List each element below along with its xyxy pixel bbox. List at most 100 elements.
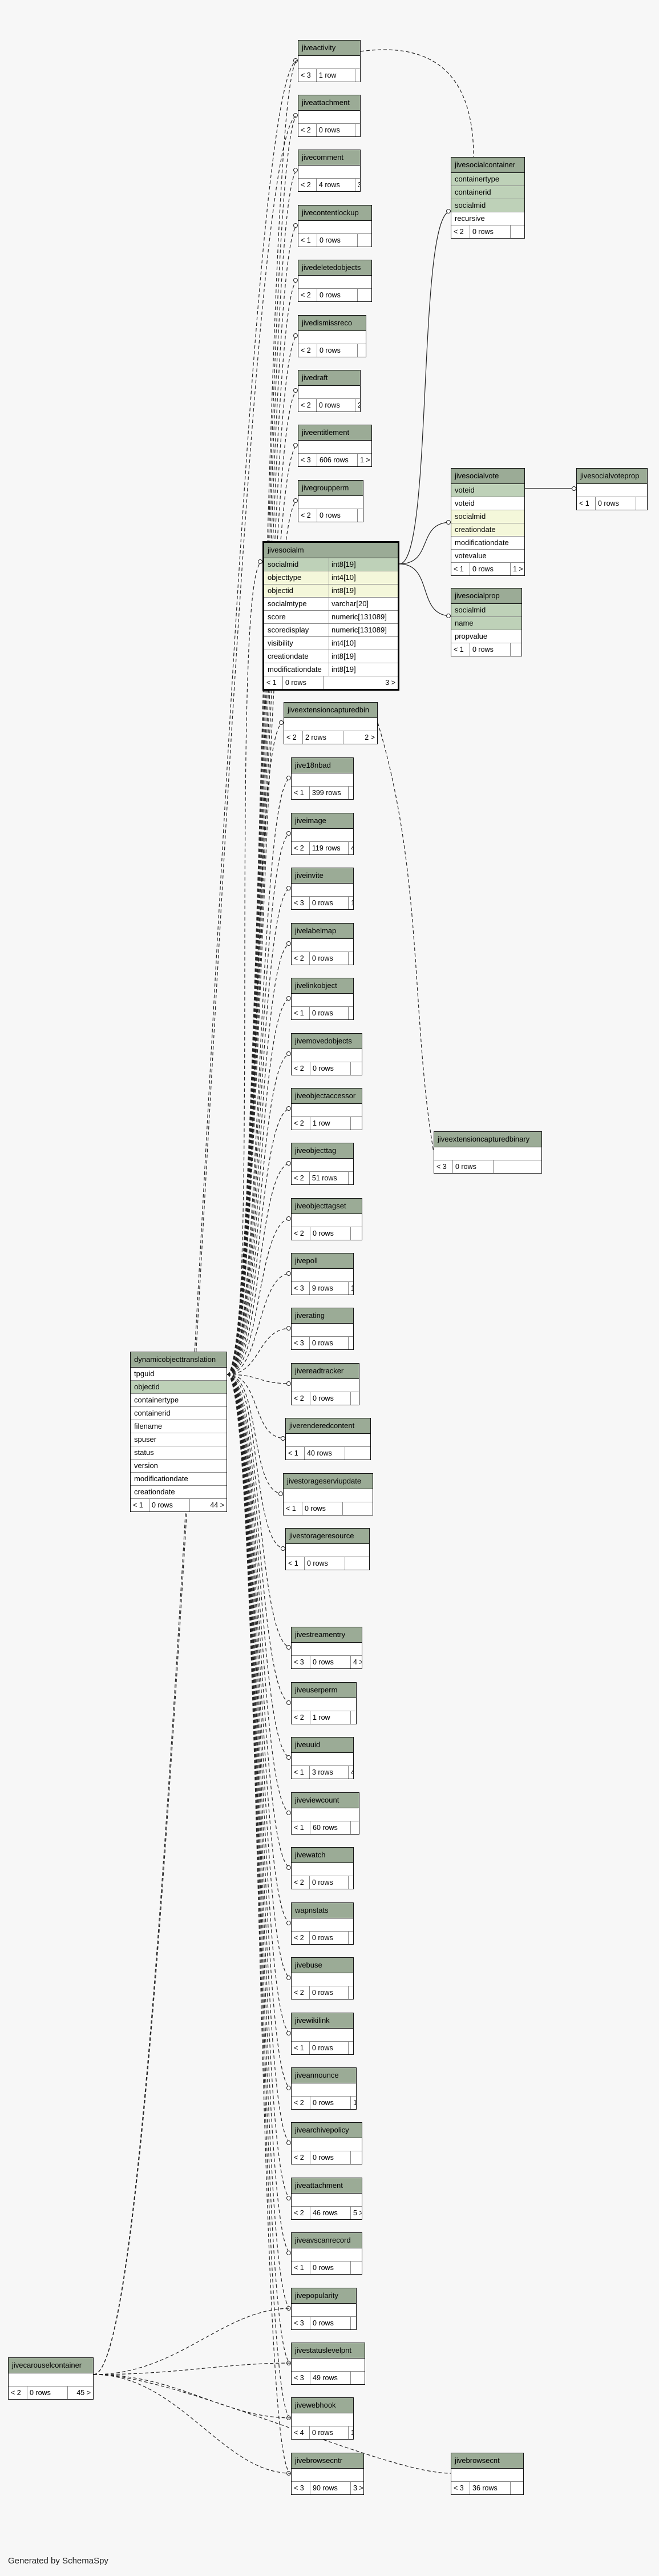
parents-count: < 2 [292,952,310,965]
table-name: jivedeletedobjects [298,260,371,276]
relationship-endpoint [293,113,298,118]
column-type: int8[19] [329,584,394,597]
children-count [494,1160,541,1173]
empty-row [292,2138,362,2151]
column-name: containertype [455,175,500,183]
row-count: 0 rows [310,1007,349,1019]
empty-row [451,2469,523,2482]
table-name: jivepopularity [292,2288,356,2304]
column-type: numeric[131089] [329,611,394,623]
column-name: tpguid [134,1369,155,1378]
children-count [358,234,371,247]
relationship-endpoint [293,223,298,228]
parents-count: < 2 [292,1392,310,1405]
empty-row [292,1973,353,1986]
parents-count: < 1 [577,497,596,510]
relationship-line [227,777,292,1375]
row-count: 0 rows [310,2097,351,2109]
empty-row [292,2304,356,2317]
relationship-endpoint [286,996,291,1001]
relationship-line [227,1374,286,1549]
footer-credit: Generated by SchemaSpy [8,2556,108,2566]
children-count [351,1227,362,1240]
children-count [355,124,360,136]
relationship-endpoint [293,388,298,393]
parents-count: < 3 [292,2372,310,2384]
children-count [351,1821,359,1834]
column-row: votevalue [451,550,524,563]
column-row: filename [131,1420,227,1433]
table-name: jiveobjectaccessor [292,1089,362,1104]
children-count [351,2151,362,2164]
column-row: version [131,1460,227,1473]
column-name: creationdate [134,1487,175,1496]
table-name: jiveextensioncapturedbinary [434,1132,541,1147]
column-name: modificationdate [134,1474,188,1483]
empty-row [286,1544,369,1557]
parents-count: < 1 [292,2261,310,2274]
table-name: jiveavscanrecord [292,2233,362,2248]
table-name: jivestorageresource [286,1529,369,1544]
relationship-endpoint [293,278,298,283]
empty-row [284,1489,373,1502]
row-count: 0 rows [310,1656,351,1668]
column-row: voteid [451,497,524,510]
table-name: jivecarouselcontainer [9,2358,93,2373]
